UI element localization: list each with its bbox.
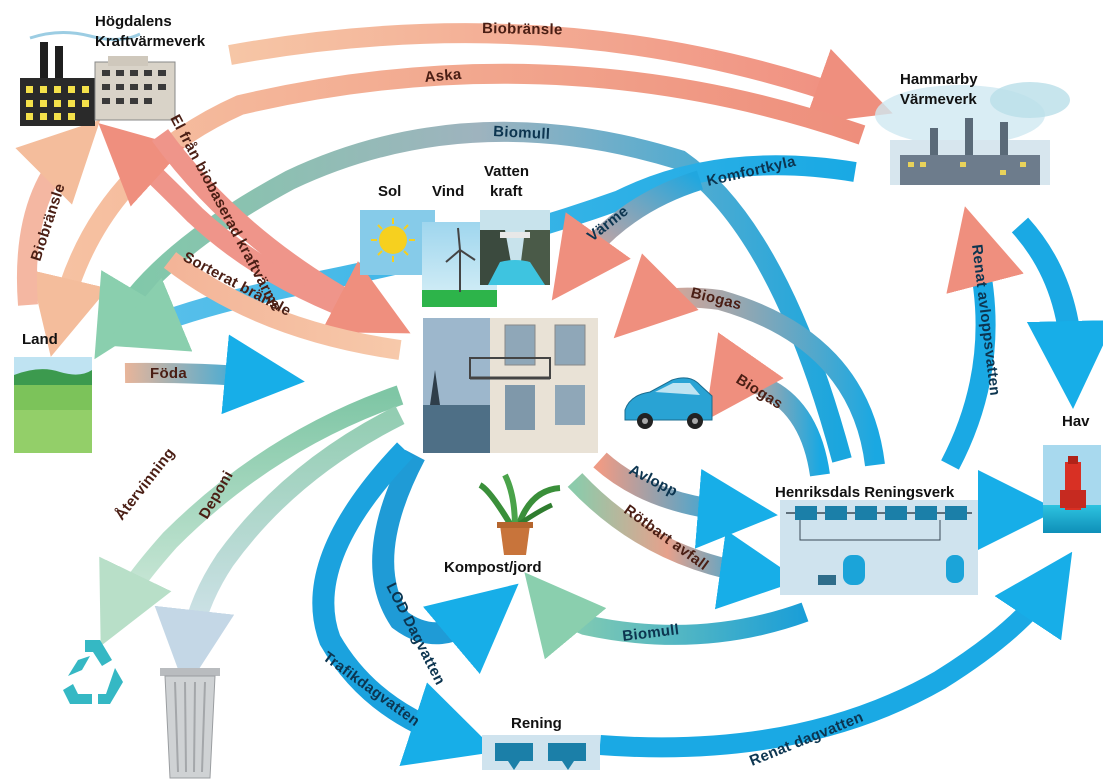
- flow-label-biobransle-top: Biobränsle: [482, 20, 563, 38]
- hogdalen-label-2: Kraftvärmeverk: [95, 33, 206, 50]
- flow-label-foda: Föda: [150, 365, 187, 382]
- flow-arrow-deponi: [154, 406, 405, 690]
- hogdalen-label-1: Högdalens: [95, 13, 172, 30]
- flow-arrow-biobransle-left: [15, 119, 101, 306]
- flow-label-atervinning: Återvinning: [112, 445, 179, 524]
- flow-arrow-biobransle-top: [228, 23, 893, 125]
- rening-label: Rening: [511, 715, 562, 732]
- land-label: Land: [22, 331, 58, 348]
- flow-arrow-biomull-bottom: [524, 572, 809, 660]
- flow-arrow-lod: [372, 449, 519, 675]
- flow-arrow-rotbart: [567, 473, 800, 610]
- power-plant-icon: [875, 82, 1070, 185]
- field-icon: [14, 357, 92, 453]
- flow-arrow-aska: [30, 63, 866, 357]
- flow-arrow-avlopp: [593, 452, 778, 549]
- sol-label: Sol: [378, 183, 401, 200]
- flow-label-aska: Aska: [424, 66, 463, 86]
- flow-arrow-atervinning: [99, 385, 404, 647]
- henriksdal-label: Henriksdals Reningsverk: [775, 484, 955, 501]
- vatten-label-2: kraft: [490, 183, 523, 200]
- flow-arrow-hammarby-hav: [1011, 217, 1103, 409]
- car-icon: [624, 377, 713, 429]
- flow-arrow-biogas-1: [613, 253, 885, 467]
- flow-arrow-biogas-2: [705, 332, 830, 477]
- factory-icon: [20, 31, 176, 126]
- dam-icon: [480, 210, 550, 285]
- flow-arrow-sorterat: [163, 252, 402, 360]
- treatment-plant-icon: [780, 500, 978, 595]
- flow-label-biomull-bottom: Biomull: [621, 621, 680, 645]
- vind-label: Vind: [432, 183, 464, 200]
- flow-arrow-renat-dagvatten: [599, 551, 1073, 758]
- flow-arrow-trafik: [312, 442, 497, 767]
- plant-icon: [478, 473, 561, 555]
- flow-arrow-biomull-top: [94, 121, 852, 463]
- flow-arrow-renat-avlopp: [941, 206, 1024, 470]
- flow-arrow-el-reverse: [151, 129, 411, 334]
- flow-arrow-varme: [551, 170, 704, 301]
- flow-arrow-foda: [124, 334, 305, 415]
- flow-label-biomull-top: Biomull: [493, 123, 551, 143]
- flow-label-trafik: Trafikdagvatten: [320, 648, 423, 730]
- recycle-icon: [63, 640, 123, 704]
- hav-label: Hav: [1062, 413, 1090, 430]
- rening-plant-icon: [482, 735, 600, 770]
- kompost-label: Kompost/jord: [444, 559, 542, 576]
- apartment-building-icon: [423, 318, 598, 453]
- hammarby-label-2: Värmeverk: [900, 91, 977, 108]
- buoy-icon: [1043, 445, 1101, 533]
- trash-bin-icon: [160, 668, 220, 779]
- hammarby-label-1: Hammarby: [900, 71, 978, 88]
- vatten-label-1: Vatten: [484, 163, 529, 180]
